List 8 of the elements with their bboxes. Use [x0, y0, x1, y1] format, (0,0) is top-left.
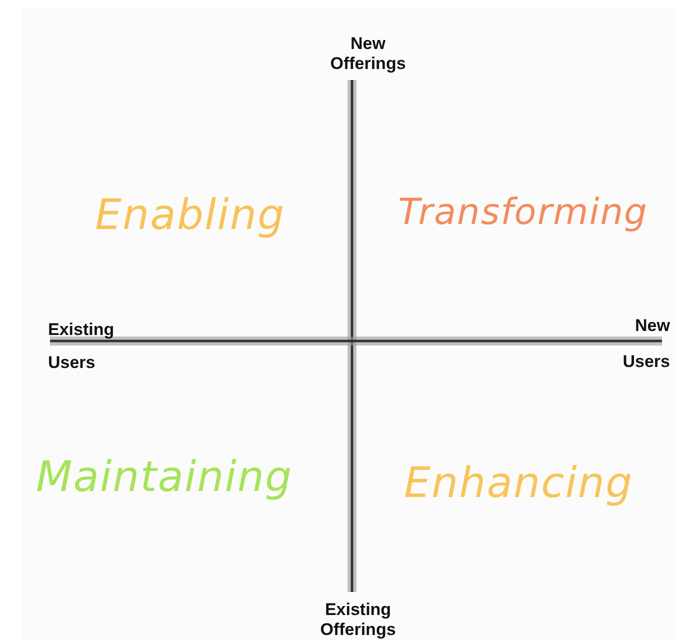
quadrant-label: Enhancing	[404, 458, 634, 507]
quadrant-label: Maintaining	[36, 452, 293, 501]
axis-label: New Offerings	[329, 34, 407, 74]
axis-label: Existing Offerings	[319, 600, 397, 640]
quadrant-label: Transforming	[398, 192, 648, 233]
quadrant-label: Enabling	[95, 190, 286, 239]
axis-label: New Users	[622, 315, 670, 373]
axis-label: Existing Users	[48, 319, 116, 374]
